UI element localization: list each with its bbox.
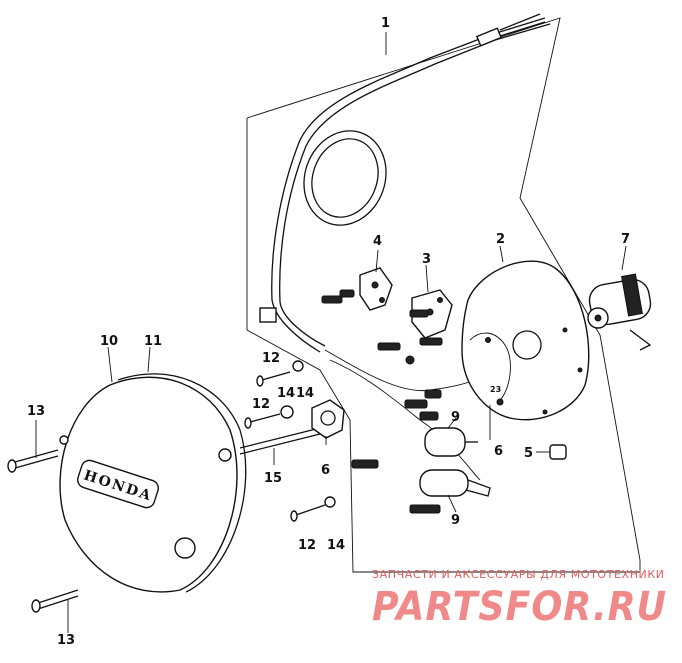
callout-5: 5	[524, 446, 533, 461]
callout-labels: 1 2 3 4 5 6 6 7 9 9 10 11 12 12 12 13 13…	[27, 16, 630, 648]
callout-14-a: 14	[277, 386, 295, 401]
callout-9-lower: 9	[451, 513, 460, 528]
callout-13-lower: 13	[57, 633, 75, 648]
bolt-12-a	[256, 360, 304, 387]
nut-8	[311, 399, 345, 439]
watermark-logo: PARTSFOR.RU	[372, 584, 667, 630]
callout-14-b: 14	[296, 386, 314, 401]
screw-13-lower	[31, 589, 79, 613]
assembly-frame	[246, 17, 641, 573]
screws-cluster	[321, 289, 443, 514]
bolt-12-b	[244, 405, 294, 429]
grommet	[259, 307, 277, 323]
callout-7: 7	[621, 232, 630, 247]
label-23: 23	[490, 385, 501, 394]
bolt-12-c	[290, 496, 336, 522]
callout-13-upper: 13	[27, 404, 45, 419]
callout-2: 2	[496, 232, 505, 247]
callout-12-b: 12	[252, 397, 270, 412]
callout-9-upper: 9	[451, 410, 460, 425]
callout-1: 1	[381, 16, 390, 31]
watermark: ЗАПЧАСТИ И АКСЕССУАРЫ ДЛЯ МОТОТЕХНИКИ PA…	[372, 568, 667, 630]
callout-10: 10	[100, 334, 118, 349]
callout-3: 3	[422, 252, 431, 267]
screw-13-upper	[7, 449, 59, 473]
long-bolt-15	[239, 427, 321, 455]
watermark-tagline: ЗАПЧАСТИ И АКСЕССУАРЫ ДЛЯ МОТОТЕХНИКИ	[372, 568, 665, 581]
condenser-upper	[424, 427, 478, 457]
condenser-lower	[419, 469, 491, 497]
callout-14-c: 14	[327, 538, 345, 553]
callout-6-left: 6	[321, 463, 330, 478]
breaker-base-plate	[461, 260, 590, 421]
contact-breaker-4	[359, 267, 393, 311]
contact-breaker-3	[411, 289, 453, 339]
cam-cap	[549, 444, 567, 460]
spark-advancer	[587, 273, 652, 351]
callout-12-a: 12	[262, 351, 280, 366]
callout-11: 11	[144, 334, 162, 349]
callout-15: 15	[264, 471, 282, 486]
point-cover: HONDA	[59, 373, 247, 593]
callout-12-c: 12	[298, 538, 316, 553]
leader-lines	[35, 32, 627, 633]
callout-6-right: 6	[494, 444, 503, 459]
callout-4: 4	[373, 234, 382, 249]
